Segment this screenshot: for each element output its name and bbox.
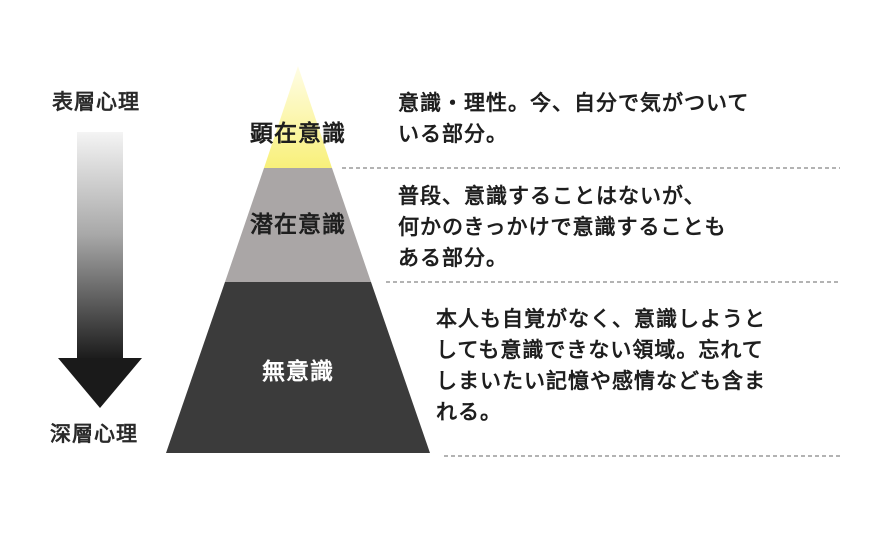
layer-description-conscious: 意識・理性。今、自分で気がついて いる部分。 — [398, 91, 750, 146]
deep-psychology-label: 深層心理 — [50, 422, 138, 446]
layer-label-unconscious: 無意識 — [262, 359, 334, 385]
layer-description-unconscious: 本人も自覚がなく、意識しようと しても意識できない領域。忘れて しまいたい記憶や… — [436, 307, 766, 424]
surface-psychology-label: 表層心理 — [52, 90, 140, 114]
depth-arrow-icon — [58, 132, 142, 408]
pyramid-layer-middle — [225, 168, 371, 282]
pyramid-layer-top — [264, 66, 332, 168]
layer-description-subconscious: 普段、意識することはないが、 何かのきっかけで意識することも ある部分。 — [398, 184, 727, 270]
pyramid-layer-bottom — [166, 282, 430, 453]
layer-label-conscious: 顕在意識 — [250, 121, 346, 147]
layer-label-subconscious: 潜在意識 — [250, 212, 346, 238]
